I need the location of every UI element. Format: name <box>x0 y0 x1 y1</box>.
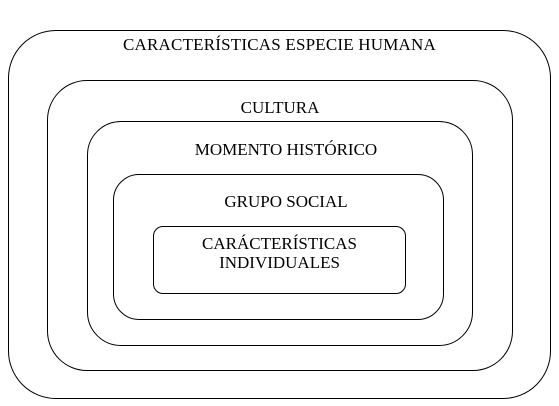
level-label-line-2: INDIVIDUALES <box>219 253 340 272</box>
level-label-cultura: CULTURA <box>240 98 320 117</box>
level-box-momento-historico <box>87 121 473 346</box>
level-box-caracteristicas-individuales <box>153 226 406 294</box>
level-label-caracteristicas-individuales: CARÁCTERÍSTICAS INDIVIDUALES <box>153 234 406 272</box>
level-label-momento-historico: MOMENTO HISTÓRICO <box>194 140 378 159</box>
level-label-line-1: CARÁCTERÍSTICAS <box>202 234 357 253</box>
level-label-especie-humana: CARACTERÍSTICAS ESPECIE HUMANA <box>123 35 436 54</box>
level-label-grupo-social: GRUPO SOCIAL <box>224 192 348 211</box>
level-box-grupo-social <box>113 174 444 320</box>
level-box-especie-humana <box>8 30 551 399</box>
level-box-cultura <box>47 80 513 371</box>
